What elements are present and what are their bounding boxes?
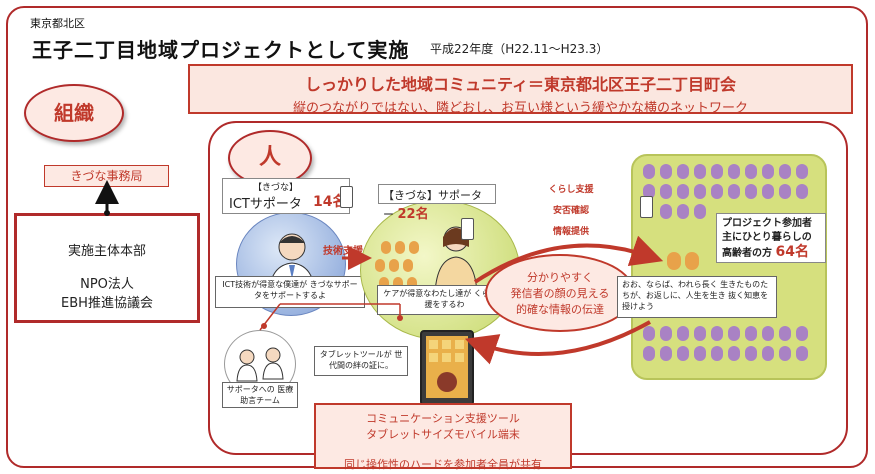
doctor-icon: [236, 347, 284, 382]
hq-line-2: NPO法人: [80, 277, 134, 292]
service-item: くらし支援: [548, 185, 594, 195]
phone-icon: [640, 196, 653, 218]
ict-kizuna-tag: 【きづな】: [253, 183, 299, 193]
phone-icon: [461, 218, 474, 240]
elderly-count: 64名: [775, 244, 809, 260]
page-title: 王子二丁目地域プロジェクトとして実施: [32, 38, 410, 62]
elderly-participants-panel: [631, 154, 827, 380]
center-line-3: 的確な情報の伝達: [516, 303, 604, 316]
supporter-title: 【きづな】サポーター: [383, 189, 482, 221]
region-label: 東京都北区: [30, 17, 85, 30]
tool-line-1: コミュニケーション支援ツール: [366, 412, 520, 425]
elderly-group-icon: [643, 164, 808, 361]
secretariat-box: きづな事務局: [44, 165, 169, 187]
ict-count: 14名: [313, 194, 347, 210]
banner-title: しっかりした地域コミュニティ＝東京都北区王子二丁目町会: [304, 75, 737, 94]
tablet-screen-icon: [426, 336, 468, 398]
hq-line-3: EBH推進協議会: [61, 296, 153, 311]
community-banner: しっかりした地域コミュニティ＝東京都北区王子二丁目町会 縦のつながりではない、隣…: [188, 64, 853, 116]
communication-oval: 分かりやすく 発信者の顔の見える 的確な情報の伝達: [485, 254, 635, 332]
elderly-speech-note: おお、ならば、われら長く 生きたものたちが、お返しに、人生を生き 抜く知恵を授け…: [617, 276, 777, 318]
tech-support-label: 技術支援: [323, 246, 363, 257]
medical-team-note: サポータへの 医療助言チーム: [222, 382, 298, 408]
tool-line-2: タブレットサイズモバイル端末: [366, 428, 520, 441]
info-flow-arrow-left: [464, 320, 651, 365]
ict-speech-note: ICT技術が得意な僕達が きづなサポータをサポートするよ: [215, 276, 365, 308]
ict-title: ICTサポータ: [229, 197, 302, 212]
people-oval: 人: [228, 130, 312, 186]
elderly-line-2: 主にひとり暮らしの: [722, 232, 812, 243]
elderly-line-1: プロジェクト参加者: [722, 218, 812, 229]
service-item: 安否確認: [552, 206, 589, 216]
hq-line-1: 実施主体本部: [67, 244, 146, 259]
center-line-1: 分かりやすく: [527, 271, 593, 284]
tablet-icon: [420, 330, 474, 406]
info-flow-arrow-right: [473, 235, 664, 284]
elderly-label: プロジェクト参加者 主にひとり暮らしの 高齢者の方 64名: [716, 213, 826, 263]
medical-connector-dot: [397, 315, 403, 321]
supporter-count: 22名: [397, 207, 429, 222]
service-item: 情報提供: [552, 227, 589, 237]
medical-connector-dot: [261, 323, 267, 329]
phone-icon: [340, 186, 353, 208]
center-line-2: 発信者の顔の見える: [510, 287, 610, 300]
tool-line-3: 同じ操作性のハードを参加者全員が共有: [344, 458, 542, 471]
service-list: くらし支援 安否確認 情報提供: [536, 180, 606, 243]
period-label: 平成22年度（H22.11～H23.3）: [430, 42, 609, 56]
elderly-line-3: 高齢者の方: [722, 248, 772, 259]
tablet-note: タブレットツールが 世代間の絆の証に。: [314, 346, 408, 376]
supporter-label: 【きづな】サポーター 22名: [378, 184, 496, 222]
banner-subtitle: 縦のつながりではない、隣どおし、お互い様という緩やかな横のネットワーク: [292, 101, 748, 116]
organization-oval: 組織: [24, 84, 124, 142]
communication-tool-box: コミュニケーション支援ツール タブレットサイズモバイル端末 同じ操作性のハードを…: [314, 403, 572, 471]
hq-connector-dot: [104, 210, 110, 216]
